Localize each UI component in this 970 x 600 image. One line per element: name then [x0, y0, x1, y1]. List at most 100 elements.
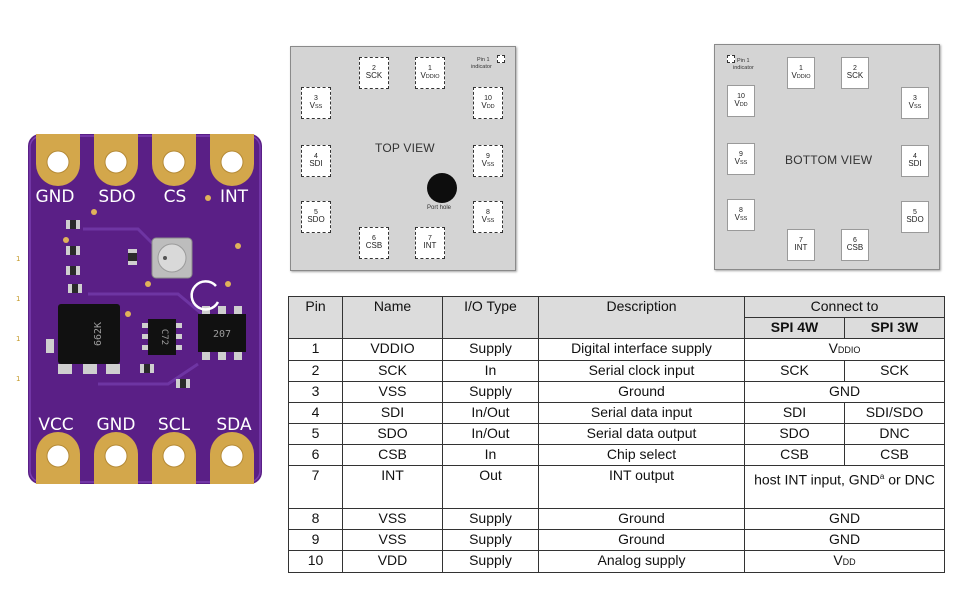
header-description: Description: [538, 296, 745, 339]
cell-name: VDDIO: [342, 338, 443, 361]
pin-name-main: V: [481, 215, 487, 225]
pin-name-main: SDI: [309, 159, 323, 169]
cell-description: Analog supply: [538, 550, 745, 573]
cell-name: VSS: [342, 381, 443, 403]
pin-number: 1: [428, 64, 432, 72]
cell-io-type: Supply: [442, 338, 539, 361]
pin-name: CSB: [847, 244, 863, 253]
pcb-label-gnd-bottom: GND: [97, 415, 136, 435]
cell-io-type: Supply: [442, 529, 539, 551]
connect-text: host INT input, GND: [754, 471, 880, 488]
pin-name-main: V: [908, 101, 914, 111]
mosfet-chip: 207: [198, 306, 246, 360]
pin-number: 8: [739, 206, 743, 214]
pin-name-subscript: DD: [739, 102, 748, 109]
pin-number: 4: [913, 152, 917, 160]
pin-number: 5: [913, 208, 917, 216]
cell-pin: 4: [288, 402, 343, 424]
pin-name-main: SDO: [307, 215, 325, 225]
pin-name-subscript: SS: [740, 160, 748, 167]
cell-io-type: In: [442, 444, 539, 466]
pin-number: 10: [484, 94, 492, 102]
cell-spi-4w: SDI: [744, 402, 845, 424]
chip-marking: 207: [213, 329, 231, 340]
pin1-indicator-label: indicator: [471, 64, 492, 70]
cell-name: SDI: [342, 402, 443, 424]
pin-name: SDO: [307, 216, 324, 225]
cell-name: VDD: [342, 550, 443, 573]
pin-name-main: V: [481, 159, 487, 169]
pin-name-main: CSB: [846, 243, 864, 253]
header-spi-3w: SPI 3W: [844, 317, 945, 339]
pcb-board: [28, 134, 262, 484]
pin-name-main: V: [791, 71, 797, 81]
cell-description: Ground: [538, 508, 745, 530]
header-connect-to: Connect to: [744, 296, 945, 318]
cell-spi-3w: SDI/SDO: [844, 402, 945, 424]
pin-name: VSS: [909, 102, 922, 111]
pin-name: VDD: [481, 102, 494, 111]
header-spi-4w: SPI 4W: [744, 317, 845, 339]
pin-name-subscript: SS: [487, 218, 495, 225]
cell-spi-3w: DNC: [844, 423, 945, 445]
cell-io-type: In/Out: [442, 402, 539, 424]
pin-description-table: Pin Name I/O Type Description Connect to…: [288, 296, 945, 573]
pin-name: VSS: [735, 214, 748, 223]
pin-number: 4: [314, 152, 318, 160]
cell-description: Serial data input: [538, 402, 745, 424]
pin-name: VSS: [735, 158, 748, 167]
connect-subscript: DDIO: [837, 345, 861, 355]
pin-name: SDI: [309, 160, 322, 169]
pin-name-main: CSB: [365, 241, 383, 251]
cell-spi-4w: SCK: [744, 360, 845, 382]
cell-connect-to: host INT input, GNDa or DNC: [744, 465, 945, 509]
level-shifter-ic: C72: [142, 319, 182, 355]
pin-number: 7: [428, 234, 432, 242]
pin-name-main: SDI: [908, 159, 922, 169]
cell-pin: 1: [288, 338, 343, 361]
cell-description: Digital interface supply: [538, 338, 745, 361]
cell-connect-to: VDD: [744, 550, 945, 573]
pin1-indicator-label: indicator: [733, 65, 754, 71]
pin-number: 2: [372, 64, 376, 72]
pin-name: VSS: [310, 102, 323, 111]
cell-io-type: Supply: [442, 550, 539, 573]
pin-name: INT: [795, 244, 808, 253]
cell-description: INT output: [538, 465, 745, 509]
pin1-indicator-mark: [727, 55, 735, 63]
port-hole: [427, 173, 457, 203]
pin-name-main: INT: [423, 241, 437, 251]
pin-name: VSS: [482, 216, 495, 225]
connect-main: V: [833, 552, 843, 568]
cell-name: VSS: [342, 508, 443, 530]
cell-io-type: In/Out: [442, 423, 539, 445]
pin-name-subscript: SS: [315, 104, 323, 111]
pin-number: 6: [853, 236, 857, 244]
cell-description: Serial clock input: [538, 360, 745, 382]
sensor-chip: [151, 237, 193, 279]
pcb-label-cs: CS: [164, 187, 187, 207]
